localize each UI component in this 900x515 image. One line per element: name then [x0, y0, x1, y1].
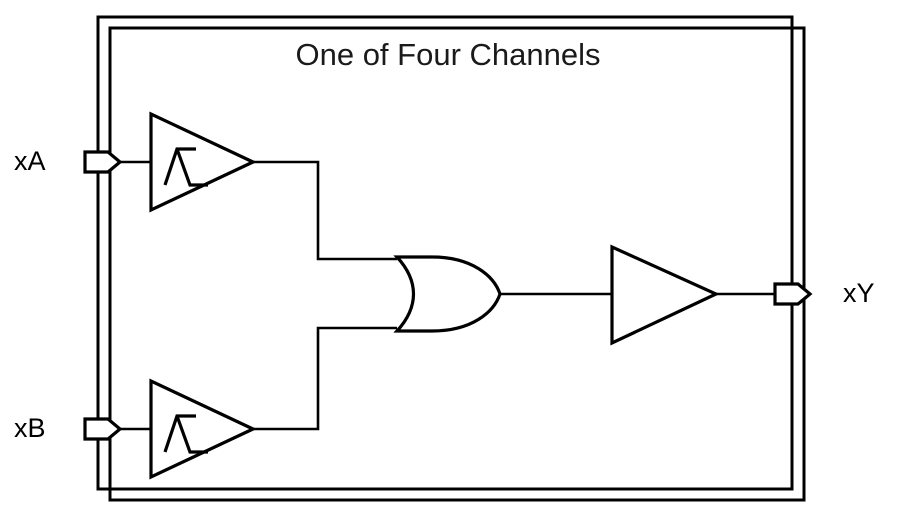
output-pin-xy[interactable] — [773, 282, 813, 306]
input-pin-xb[interactable] — [83, 417, 123, 441]
hysteresis-icon-a — [163, 147, 208, 187]
or-gate-body — [393, 255, 502, 333]
page-title: One of Four Channels — [295, 37, 600, 72]
schmitt-trigger-buffer-b — [149, 378, 257, 480]
port-label-xb: xB — [14, 413, 46, 443]
output-buffer-triangle — [610, 244, 720, 346]
port-label-xa: xA — [14, 146, 46, 176]
hysteresis-icon-b — [163, 414, 208, 454]
port-label-xy: xY — [843, 278, 875, 308]
input-pin-xa[interactable] — [83, 150, 123, 174]
buffer-a-triangle — [149, 111, 257, 213]
schmitt-trigger-buffer-a — [149, 111, 257, 213]
buffer-b-triangle — [149, 378, 257, 480]
or-gate — [393, 255, 502, 333]
wire-buffer-a-to-or — [253, 160, 397, 261]
channel-box-back — [108, 26, 806, 502]
wire-buffer-b-to-or — [253, 326, 397, 431]
channel-box-front — [96, 15, 794, 491]
output-buffer — [610, 244, 720, 346]
